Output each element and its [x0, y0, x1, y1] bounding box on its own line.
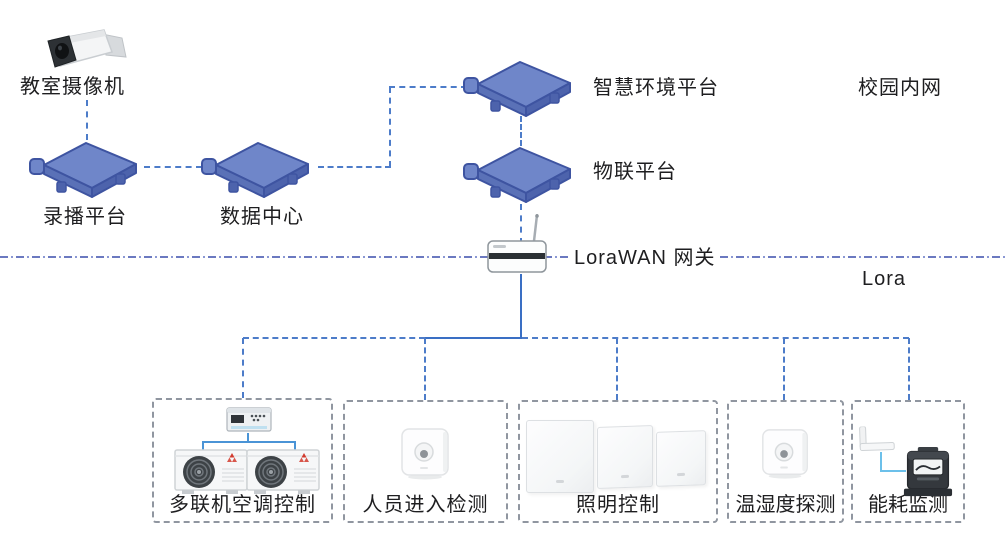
edge-iot-gateway — [520, 204, 522, 244]
group-label-occupancy: 人员进入检测 — [362, 494, 489, 516]
lorawan-gateway-label: LoraWAN 网关 — [570, 247, 720, 269]
edge-gateway-bus — [520, 274, 522, 338]
lorawan-gateway-icon — [487, 214, 548, 274]
group-label-lighting: 照明控制 — [576, 494, 660, 516]
bus-line-right — [522, 337, 909, 339]
edge-recording-datacenter — [144, 166, 202, 168]
lora-zone-label: Lora — [862, 268, 907, 290]
edge-camera-recording — [86, 100, 88, 140]
ac-wire-stem — [247, 433, 249, 441]
panel-indicator — [621, 474, 629, 479]
occupancy-sensor-icon — [401, 428, 449, 481]
ac-outdoor-unit-icon-2 — [246, 449, 320, 495]
edge-datacenter-env-h1 — [318, 166, 391, 168]
edge-bus-group-energy — [908, 338, 910, 400]
group-label-energy: 能耗监测 — [868, 494, 948, 516]
light-switch-panel-1 — [526, 420, 594, 493]
data-center-icon — [201, 142, 309, 198]
energy-wire-h — [880, 470, 906, 472]
ac-controller-icon — [226, 407, 272, 432]
energy-pipe-bracket-icon — [859, 425, 895, 452]
energy-meter-icon — [903, 446, 953, 497]
bus-line-left — [243, 337, 425, 339]
group-label-ac-control: 多联机空调控制 — [169, 494, 316, 516]
bus-line-mid — [425, 337, 524, 339]
edge-datacenter-env-v — [389, 87, 391, 167]
smart-env-platform-label: 智慧环境平台 — [593, 77, 719, 99]
edge-bus-group-occupancy — [424, 338, 426, 400]
edge-bus-group-temphum — [783, 338, 785, 400]
intranet-zone-label: 校园内网 — [858, 77, 942, 99]
iot-platform-label: 物联平台 — [593, 161, 677, 183]
edge-datacenter-env-h2 — [389, 86, 467, 88]
ac-outdoor-unit-icon-1 — [174, 449, 248, 495]
edge-bus-group-ac — [242, 338, 244, 398]
panel-indicator — [677, 472, 685, 477]
group-label-temphum: 温湿度探测 — [735, 494, 836, 516]
energy-wire-v — [880, 452, 882, 470]
recording-platform-icon — [29, 142, 137, 198]
light-switch-panel-2 — [597, 425, 653, 489]
edge-bus-group-lighting — [616, 338, 618, 400]
classroom-camera-label: 教室摄像机 — [20, 76, 125, 98]
light-switch-panel-3 — [656, 430, 706, 487]
ac-wire-bracket — [202, 441, 296, 451]
classroom-camera-icon — [47, 29, 127, 68]
smart-env-platform-icon — [463, 61, 571, 117]
iot-platform-icon — [463, 147, 571, 203]
edge-env-iot — [520, 116, 522, 146]
panel-indicator — [556, 480, 564, 483]
recording-platform-label: 录播平台 — [43, 206, 127, 228]
data-center-label: 数据中心 — [220, 206, 304, 228]
temp-humidity-sensor-icon — [762, 429, 808, 480]
